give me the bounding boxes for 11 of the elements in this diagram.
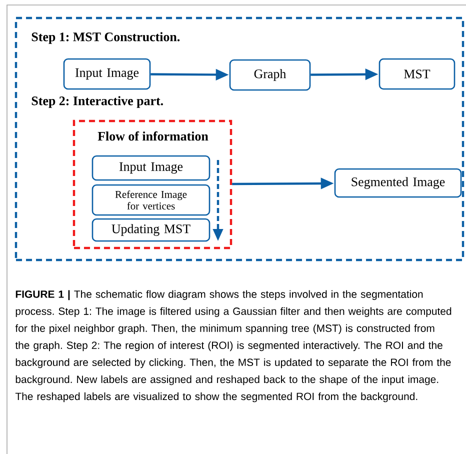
frame-heading: Step 1: MST Construction.	[32, 32, 180, 44]
process-box: MST	[378, 58, 456, 90]
frame-heading: Step 2: Interactive part.	[32, 96, 163, 108]
frame-heading: Flow of information	[98, 131, 208, 141]
process-box: Input Image	[92, 155, 210, 181]
process-box: Input Image	[63, 58, 151, 90]
process-box: Updating MST	[92, 218, 210, 242]
process-box: Graph	[229, 59, 311, 91]
process-box: Segmented Image	[334, 168, 462, 198]
process-box: Reference Image for vertices	[92, 184, 210, 216]
figure-caption: FIGURE 1 | The schematic flow diagram shows the steps involved in the segmentation process. Step 1: The image is filtered using a Gaussian filter and then weights are computed for the pixel neighbor graph. Then, the minimum spanning tree (MST) is constructed from the graph. Step 2: The region of interest (ROI) is segmented interactively. The ROI and the background are selected by clicking. Then, the MST is updated to separate the ROI from the background. New labels are assigned and reshaped back to the shape of the input image. The reshaped labels are visualized to show the segmented ROI from the background.	[15, 290, 452, 402]
